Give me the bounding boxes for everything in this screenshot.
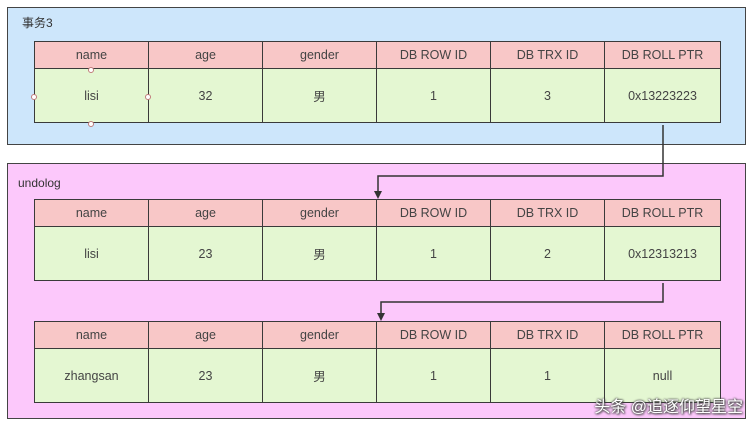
roll-pointer-arrow-1 — [374, 125, 664, 199]
transaction-header-row: name age gender DB ROW ID DB TRX ID DB R… — [34, 41, 721, 69]
undolog-1-value-row: lisi 23 男 1 2 0x12313213 — [34, 226, 721, 281]
header-cell-db-row-id: DB ROW ID — [376, 199, 491, 227]
value-cell-gender: 男 — [262, 226, 377, 281]
transaction-value-row: lisi 32 男 1 3 0x13223223 — [34, 68, 721, 123]
watermark: 头条 @追逐仰望星空 — [594, 399, 743, 416]
header-cell-db-row-id: DB ROW ID — [376, 41, 491, 69]
value-cell-db-roll-ptr: null — [604, 348, 721, 403]
roll-pointer-arrow-2 — [377, 283, 664, 321]
selection-handle-bottom[interactable] — [88, 121, 94, 127]
selection-handle-right[interactable] — [145, 94, 151, 100]
value-cell-age: 32 — [148, 68, 263, 123]
value-cell-db-roll-ptr: 0x13223223 — [604, 68, 721, 123]
header-cell-gender: gender — [262, 199, 377, 227]
value-cell-name: lisi — [34, 226, 149, 281]
header-cell-db-trx-id: DB TRX ID — [490, 41, 605, 69]
header-cell-gender: gender — [262, 41, 377, 69]
header-cell-name: name — [34, 199, 149, 227]
header-cell-age: age — [148, 41, 263, 69]
value-cell-db-trx-id: 2 — [490, 226, 605, 281]
undolog-record-1: name age gender DB ROW ID DB TRX ID DB R… — [34, 199, 721, 281]
value-cell-age: 23 — [148, 348, 263, 403]
value-cell-db-row-id: 1 — [376, 68, 491, 123]
value-cell-db-row-id: 1 — [376, 226, 491, 281]
value-cell-name[interactable]: lisi — [34, 68, 149, 123]
value-cell-db-trx-id: 3 — [490, 68, 605, 123]
header-cell-db-roll-ptr: DB ROLL PTR — [604, 199, 721, 227]
header-cell-db-roll-ptr: DB ROLL PTR — [604, 41, 721, 69]
value-cell-age: 23 — [148, 226, 263, 281]
header-cell-name: name — [34, 41, 149, 69]
undolog-record-2: name age gender DB ROW ID DB TRX ID DB R… — [34, 321, 721, 403]
transaction-record: name age gender DB ROW ID DB TRX ID DB R… — [34, 41, 721, 123]
header-cell-db-roll-ptr: DB ROLL PTR — [604, 321, 721, 349]
value-cell-db-roll-ptr: 0x12313213 — [604, 226, 721, 281]
value-cell-gender: 男 — [262, 68, 377, 123]
header-cell-db-trx-id: DB TRX ID — [490, 321, 605, 349]
header-cell-db-trx-id: DB TRX ID — [490, 199, 605, 227]
selection-handle-top[interactable] — [88, 67, 94, 73]
header-cell-age: age — [148, 199, 263, 227]
value-cell-db-row-id: 1 — [376, 348, 491, 403]
value-cell-db-trx-id: 1 — [490, 348, 605, 403]
header-cell-name: name — [34, 321, 149, 349]
undolog-2-value-row: zhangsan 23 男 1 1 null — [34, 348, 721, 403]
transaction-title: 事务3 — [22, 16, 53, 30]
undolog-1-header-row: name age gender DB ROW ID DB TRX ID DB R… — [34, 199, 721, 227]
undolog-title: undolog — [18, 176, 61, 190]
value-cell-name: zhangsan — [34, 348, 149, 403]
selection-handle-left[interactable] — [31, 94, 37, 100]
